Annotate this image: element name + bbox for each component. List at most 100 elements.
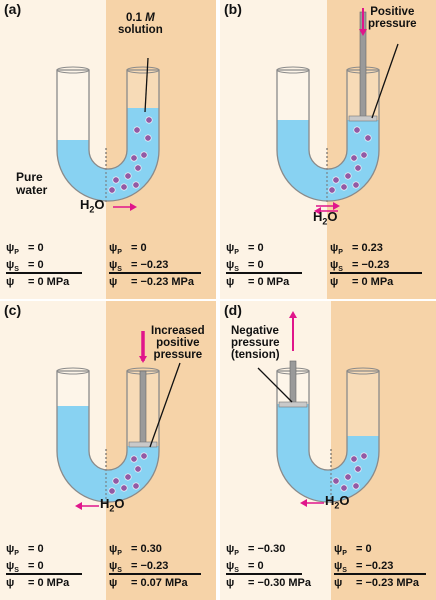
callout-leader bbox=[371, 43, 399, 119]
pressure-potential-value: 0.23 bbox=[361, 242, 383, 254]
water-potential-row: ψ= −0.23 MPa bbox=[109, 276, 194, 288]
solute-particle bbox=[134, 164, 142, 172]
equals-sign: = bbox=[28, 577, 38, 589]
callout-line: solution bbox=[118, 24, 163, 37]
h2o-subscript: 2 bbox=[334, 500, 340, 511]
callout-line: positive bbox=[156, 337, 200, 350]
equals-sign: = bbox=[248, 276, 258, 288]
solute-particle bbox=[344, 172, 352, 180]
pressure-potential-row: ψP= 0 bbox=[6, 242, 44, 256]
equals-sign: = bbox=[352, 259, 362, 271]
sum-rule bbox=[6, 573, 82, 575]
solute-potential-value: 0 bbox=[37, 560, 44, 572]
equals-sign: = bbox=[248, 543, 258, 555]
pressure-arrow-head bbox=[359, 29, 367, 36]
psi-symbol: ψ bbox=[330, 276, 339, 288]
solute-potential-row: ψS= −0.23 bbox=[334, 560, 393, 574]
water-potential-row: ψ= −0.30 MPa bbox=[226, 577, 311, 589]
piston-head bbox=[278, 401, 308, 408]
psi-subscript: S bbox=[14, 266, 19, 274]
psi-symbol: ψS bbox=[109, 259, 122, 274]
pressure-arrow-head bbox=[139, 356, 147, 363]
u-tube-diagram bbox=[220, 301, 436, 600]
solute-potential-value: 0 bbox=[257, 560, 264, 572]
callout-line: Positive bbox=[370, 6, 415, 18]
solute-particle bbox=[352, 181, 360, 189]
h2o-flow-arrow-right-head bbox=[333, 202, 340, 210]
psi-symbol: ψ bbox=[6, 577, 15, 589]
psi-symbol: ψ bbox=[6, 276, 15, 288]
pressure-potential-row: ψP= 0.23 bbox=[330, 242, 383, 256]
equals-sign: = bbox=[248, 259, 258, 271]
water-potential-value: −0.23 MPa bbox=[365, 577, 419, 589]
callout-line: 0.1 M bbox=[125, 12, 155, 24]
callout-line: pressure bbox=[153, 349, 203, 362]
callout-line: pressure bbox=[368, 18, 417, 31]
psi-symbol: ψP bbox=[330, 242, 343, 257]
h2o-flow-arrow-head bbox=[300, 499, 307, 507]
sum-rule bbox=[6, 272, 82, 274]
solute-particle bbox=[132, 482, 140, 490]
psi-symbol: ψ bbox=[226, 577, 235, 589]
solute-particle bbox=[144, 134, 152, 142]
psi-subscript: P bbox=[234, 550, 239, 558]
solute-potential-row: ψS = 0 bbox=[6, 560, 44, 574]
h2o-subscript: 2 bbox=[89, 204, 95, 215]
panel-letter: (c) bbox=[4, 302, 22, 318]
psi-symbol: ψP bbox=[109, 543, 122, 558]
psi-symbol: ψS bbox=[226, 259, 239, 274]
solute-particle bbox=[350, 455, 358, 463]
psi-symbol: ψS bbox=[6, 259, 19, 274]
h2o-label: H2O bbox=[325, 493, 350, 511]
solute-particle bbox=[108, 487, 116, 495]
sum-rule bbox=[109, 272, 201, 274]
pressure-potential-value: 0.30 bbox=[140, 543, 162, 555]
sum-rule bbox=[334, 573, 426, 575]
sum-rule bbox=[226, 573, 302, 575]
solute-particle bbox=[350, 154, 358, 162]
solute-particle bbox=[340, 183, 348, 191]
solute-potential-value: −0.23 bbox=[140, 560, 169, 572]
pressure-potential-row: ψP= 0 bbox=[334, 543, 372, 557]
pressure-potential-value: 0 bbox=[37, 543, 44, 555]
right-tube-rim bbox=[346, 367, 380, 375]
piston-head bbox=[128, 441, 158, 448]
psi-symbol: ψ bbox=[109, 276, 118, 288]
psi-subscript: P bbox=[338, 249, 343, 257]
solute-particle bbox=[130, 154, 138, 162]
h2o-subscript: 2 bbox=[322, 216, 328, 227]
psi-symbol: ψS bbox=[6, 560, 19, 575]
psi-subscript: P bbox=[342, 550, 347, 558]
solute-potential-value: −0.23 bbox=[361, 259, 390, 271]
water-potential-value: 0.07 MPa bbox=[140, 577, 188, 589]
equals-sign: = bbox=[28, 560, 38, 572]
equals-sign: = bbox=[356, 543, 366, 555]
solute-particle bbox=[344, 473, 352, 481]
h2o-flow-arrow-left-head bbox=[314, 207, 321, 215]
psi-subscript: S bbox=[234, 266, 239, 274]
equals-sign: = bbox=[248, 560, 258, 572]
u-tube-outline bbox=[276, 69, 380, 202]
psi-symbol: ψ bbox=[109, 577, 118, 589]
psi-symbol: ψ bbox=[226, 276, 235, 288]
water-right-column bbox=[345, 120, 379, 150]
water-potential-value: 0 MPa bbox=[37, 577, 70, 589]
psi-symbol: ψS bbox=[330, 259, 343, 274]
h2o-flow-arrow-head bbox=[130, 203, 137, 211]
u-tube-outline bbox=[56, 69, 160, 202]
solute-particle bbox=[360, 452, 368, 460]
psi-symbol: ψS bbox=[109, 560, 122, 575]
pressure-potential-value: 0 bbox=[365, 543, 372, 555]
pressure-potential-row: ψP= 0.30 bbox=[109, 543, 162, 557]
solute-particle bbox=[134, 465, 142, 473]
water-left-column bbox=[277, 404, 311, 451]
solute-particle bbox=[353, 126, 361, 134]
solute-particle bbox=[352, 482, 360, 490]
solute-particle bbox=[332, 176, 340, 184]
sum-rule bbox=[109, 573, 201, 575]
water-right-column bbox=[125, 446, 159, 451]
